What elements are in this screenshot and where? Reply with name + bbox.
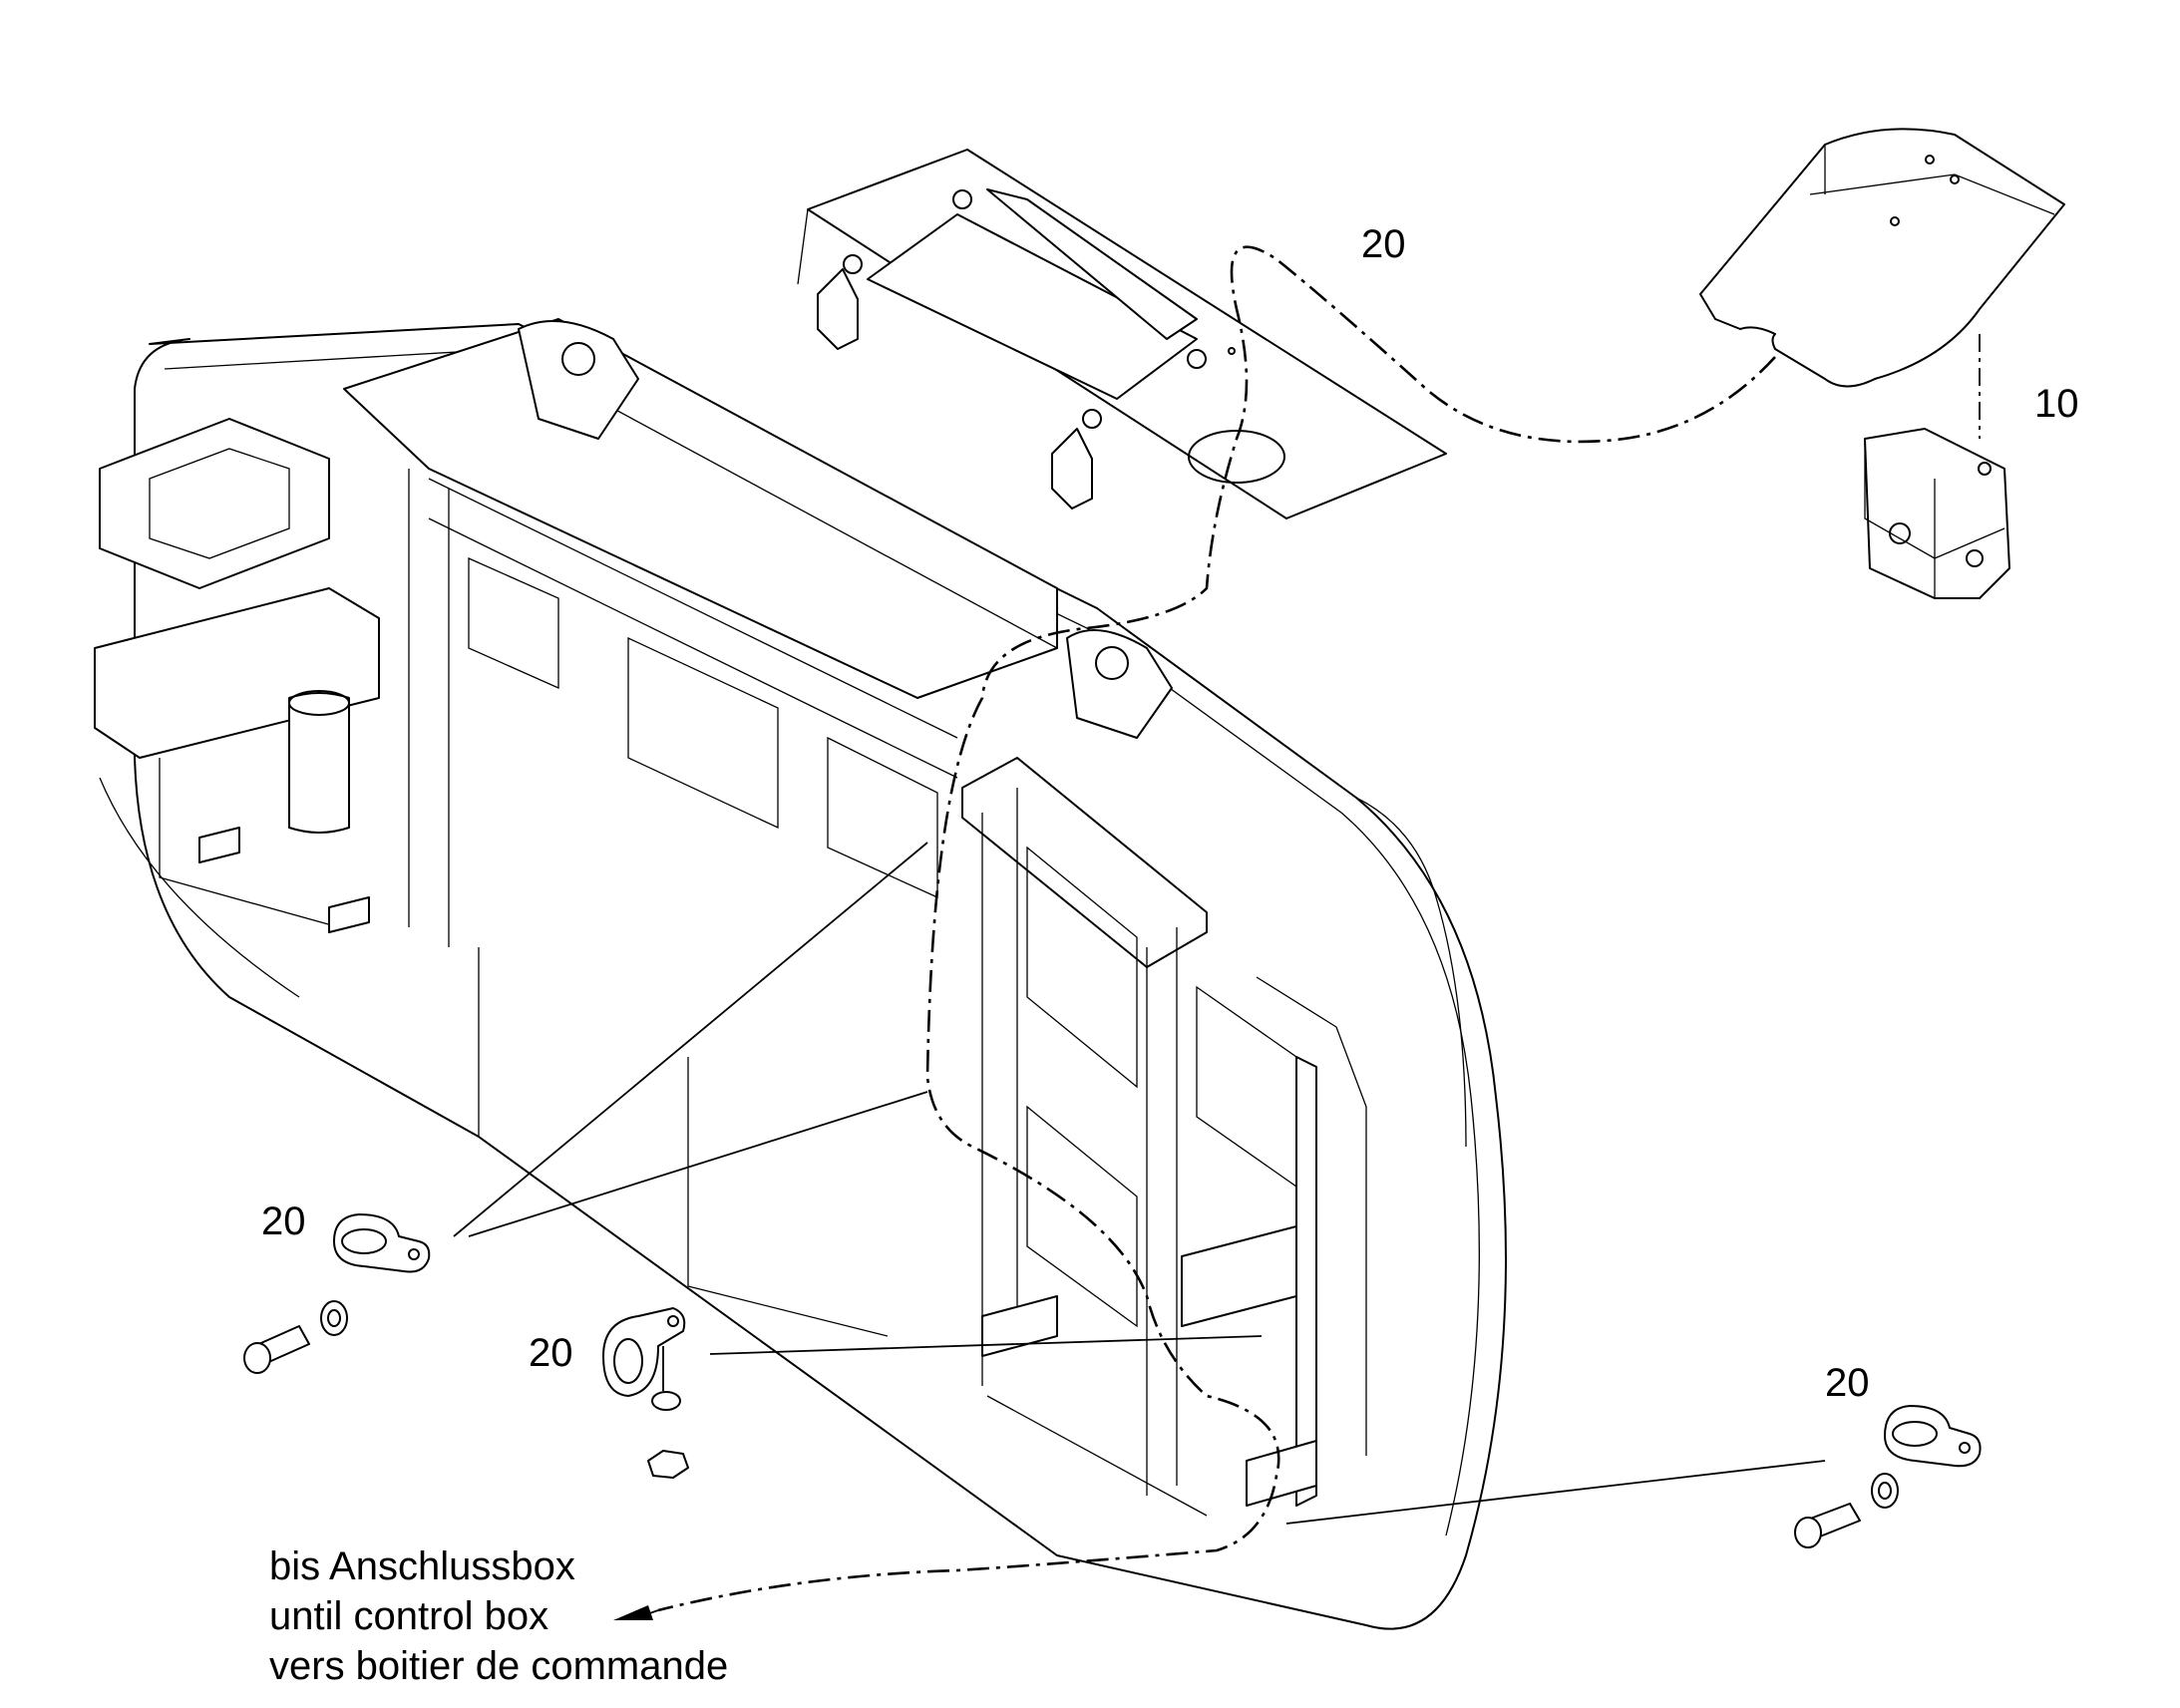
arrow-head [613,1605,653,1620]
note-line-english: until control box [269,1594,549,1638]
callout-clamp-left: 20 [261,1199,306,1243]
clamp-assembly-left [243,1213,431,1374]
counterweight-frame [94,318,1507,1630]
clamp-assembly-center [602,1307,689,1479]
note-line-french: vers boitier de commande [269,1644,729,1688]
clamp-assembly-right [1794,1405,1982,1548]
control-box-bracket [1699,128,2065,388]
cover-plate [797,149,1447,519]
callout-cable: 20 [1361,222,1406,266]
callout-clamp-right: 20 [1825,1361,1870,1405]
mounting-bracket [1864,428,2010,599]
callout-clamp-center: 20 [529,1331,573,1375]
callout-bracket: 10 [2034,382,2079,426]
routing-note: bis Anschlussbox until control box vers … [269,1541,728,1691]
note-line-german: bis Anschlussbox [269,1544,575,1588]
cable-route [657,245,1776,1612]
leader-lines [453,842,1826,1525]
